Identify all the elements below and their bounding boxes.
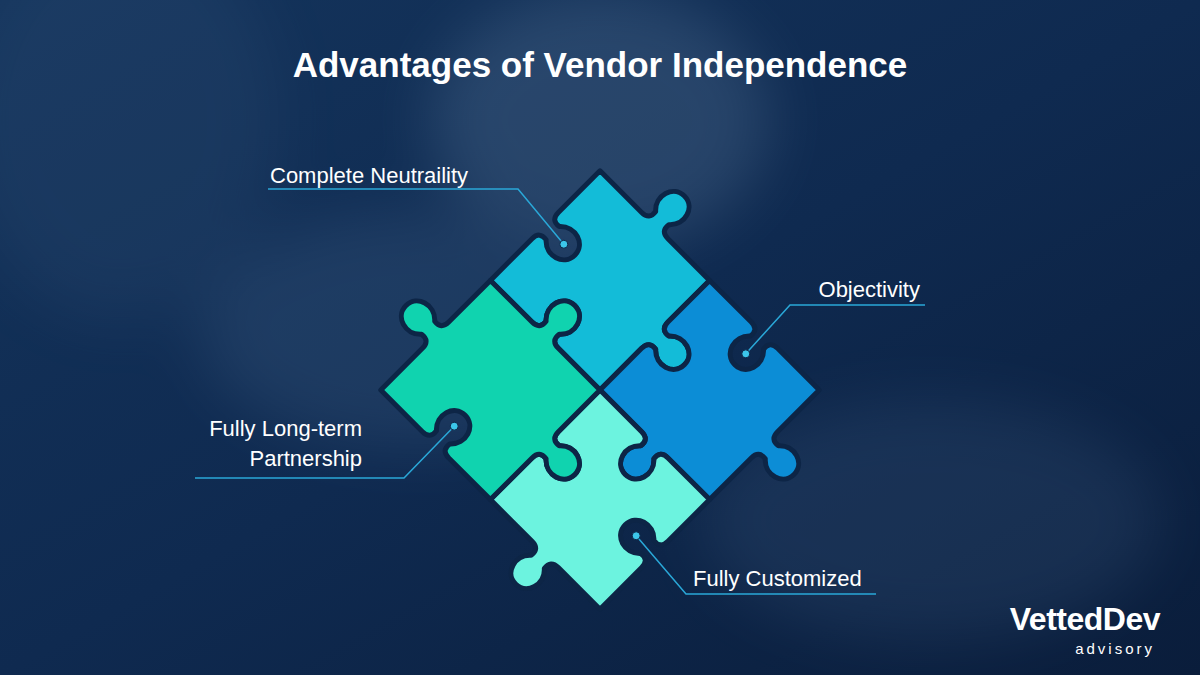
puzzle-illustration	[322, 112, 879, 669]
leader-line	[268, 189, 564, 244]
title: Advantages of Vendor Independence	[0, 44, 1200, 86]
feature-label: Complete Neutraility	[270, 162, 468, 190]
puzzle-group	[322, 112, 879, 669]
leader-lines	[195, 189, 925, 594]
leader-dot	[742, 350, 750, 358]
logo-wordmark: VettedDev	[1010, 600, 1160, 638]
logo-subtitle: advisory	[1075, 640, 1155, 658]
leader-dot	[450, 422, 458, 430]
leader-dot	[560, 240, 568, 248]
leader-line	[746, 305, 925, 354]
leader-line	[636, 536, 876, 594]
faded-photo	[0, 0, 1160, 640]
leader-dot	[632, 532, 640, 540]
feature-label: Fully Long-term Partnership	[182, 414, 362, 474]
feature-label: Fully Customized	[693, 565, 862, 593]
feature-label: Objectivity	[819, 276, 920, 304]
puzzle-piece	[351, 221, 659, 529]
